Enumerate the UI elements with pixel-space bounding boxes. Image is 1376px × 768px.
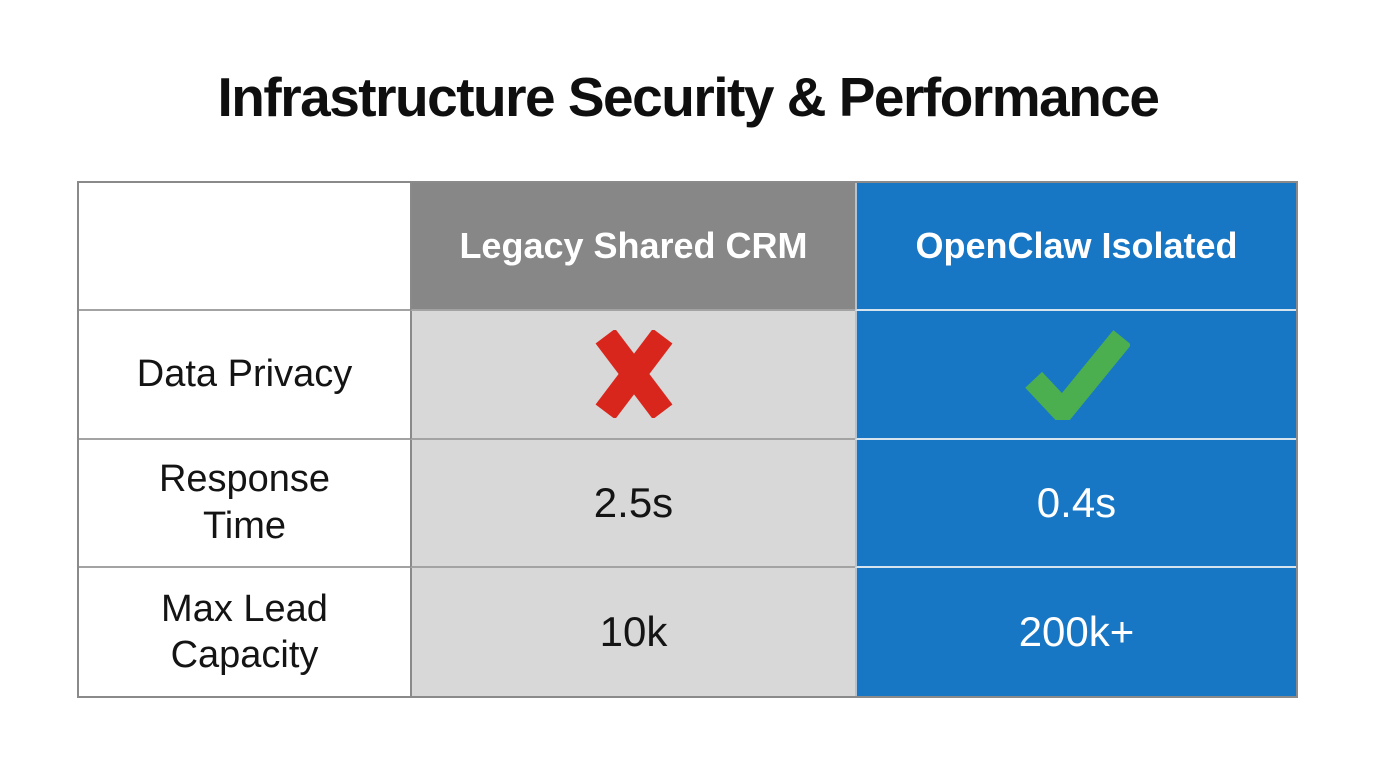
row-label-data-privacy: Data Privacy [79, 311, 410, 440]
column-header-openclaw: OpenClaw Isolated [855, 183, 1296, 312]
cell-openclaw-data-privacy [855, 311, 1296, 440]
cell-legacy-data-privacy [410, 311, 855, 440]
cell-legacy-response-time: 2.5s [410, 439, 855, 568]
row-label-max-lead-capacity: Max Lead Capacity [161, 587, 328, 676]
cell-openclaw-max-lead-capacity: 200k+ [855, 567, 1296, 696]
comparison-table: Legacy Shared CRM OpenClaw Isolated Data… [77, 181, 1298, 698]
green-check-icon [1024, 330, 1130, 421]
red-x-icon [595, 330, 672, 419]
corner-cell [79, 183, 410, 312]
column-header-legacy: Legacy Shared CRM [410, 183, 855, 312]
cell-legacy-max-lead-capacity: 10k [410, 567, 855, 696]
page-title: Infrastructure Security & Performance [217, 66, 1160, 128]
row-label-response-time: Response Time [79, 440, 410, 568]
cell-openclaw-response-time: 0.4s [855, 439, 1296, 568]
